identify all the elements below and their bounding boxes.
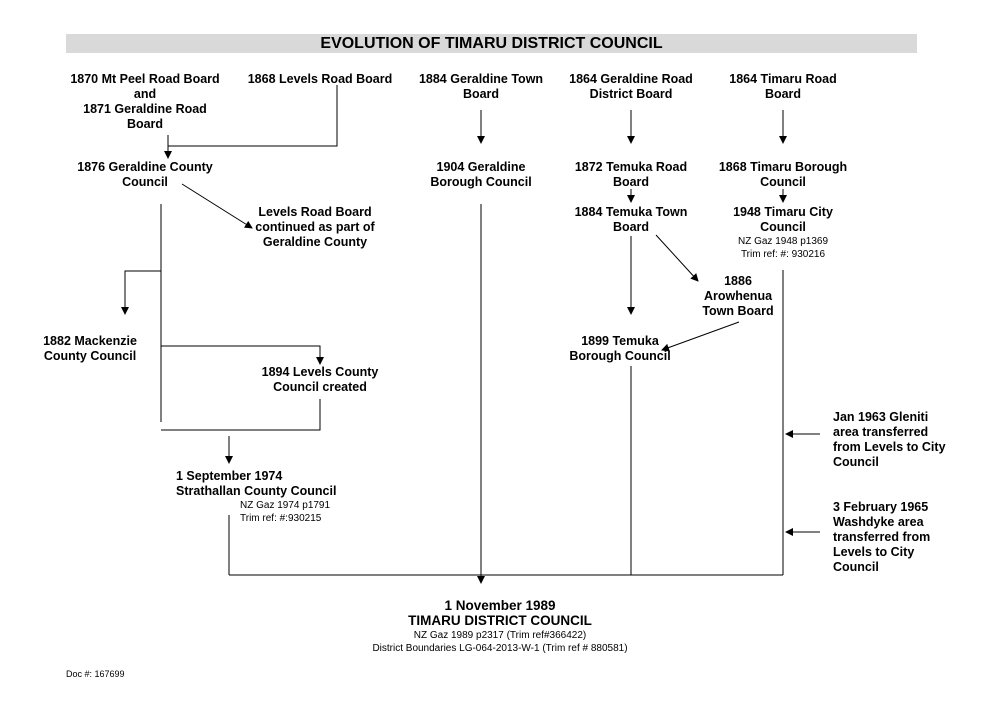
node-temuka-town-board: 1884 Temuka Town Board — [574, 205, 688, 234]
node-mt-peel-road-board: 1870 Mt Peel Road Board and 1871 Geraldi… — [70, 72, 220, 131]
node-mackenzie-county-council: 1882 Mackenzie County Council — [43, 334, 137, 363]
note-timaru-city: NZ Gaz 1948 p1369 Trim ref: #: 930216 — [737, 236, 829, 260]
node-temuka-road-board: 1872 Temuka Road Board — [574, 160, 688, 189]
node-timaru-road-board: 1864 Timaru Road Board — [729, 72, 837, 101]
final-date: 1 November 1989 — [444, 598, 556, 613]
arrow-to-levels-county — [161, 345, 324, 365]
line-levels-county-to-strathallan — [161, 399, 321, 431]
node-geraldine-county-council: 1876 Geraldine County Council — [77, 160, 213, 189]
node-gleniti-transfer: Jan 1963 Gleniti area transferred from L… — [833, 410, 946, 469]
final-council-name: TIMARU DISTRICT COUNCIL — [408, 613, 592, 628]
node-geraldine-road-district-board: 1864 Geraldine Road District Board — [569, 72, 693, 101]
node-arowhenua-town-board: 1886 Arowhenua Town Board — [702, 274, 774, 318]
node-geraldine-town-board: 1884 Geraldine Town Board — [418, 72, 544, 101]
document-number: Doc #: 167699 — [66, 669, 125, 679]
arrow-to-mackenzie — [121, 270, 161, 315]
node-levels-continued: Levels Road Board continued as part of G… — [255, 205, 375, 249]
node-timaru-city-council: 1948 Timaru City Council — [733, 205, 833, 234]
node-timaru-borough-council: 1868 Timaru Borough Council — [718, 160, 848, 189]
title-bar — [66, 34, 917, 53]
note-final: NZ Gaz 1989 p2317 (Trim ref#366422) Dist… — [372, 630, 628, 654]
arrow-temuka-town-to-arowhenua — [655, 234, 699, 282]
note-strathallan: NZ Gaz 1974 p1791 Trim ref: #:930215 — [240, 500, 331, 524]
node-levels-road-board: 1868 Levels Road Board — [247, 72, 393, 86]
line-levels-rb-to-geraldine-county — [164, 85, 338, 159]
node-geraldine-borough-council: 1904 Geraldine Borough Council — [430, 160, 532, 189]
node-strathallan-county-council: 1 September 1974 Strathallan County Coun… — [176, 469, 337, 498]
arrow-geraldine-county-to-levels-continued — [181, 183, 253, 229]
diagram-title: EVOLUTION OF TIMARU DISTRICT COUNCIL — [320, 35, 663, 52]
node-washdyke-transfer: 3 February 1965 Washdyke area transferre… — [833, 500, 931, 574]
node-temuka-borough-council: 1899 Temuka Borough Council — [569, 334, 671, 363]
arrow-arowhenua-to-temuka-borough — [661, 321, 740, 352]
node-levels-county-council: 1894 Levels County Council created — [261, 365, 379, 394]
